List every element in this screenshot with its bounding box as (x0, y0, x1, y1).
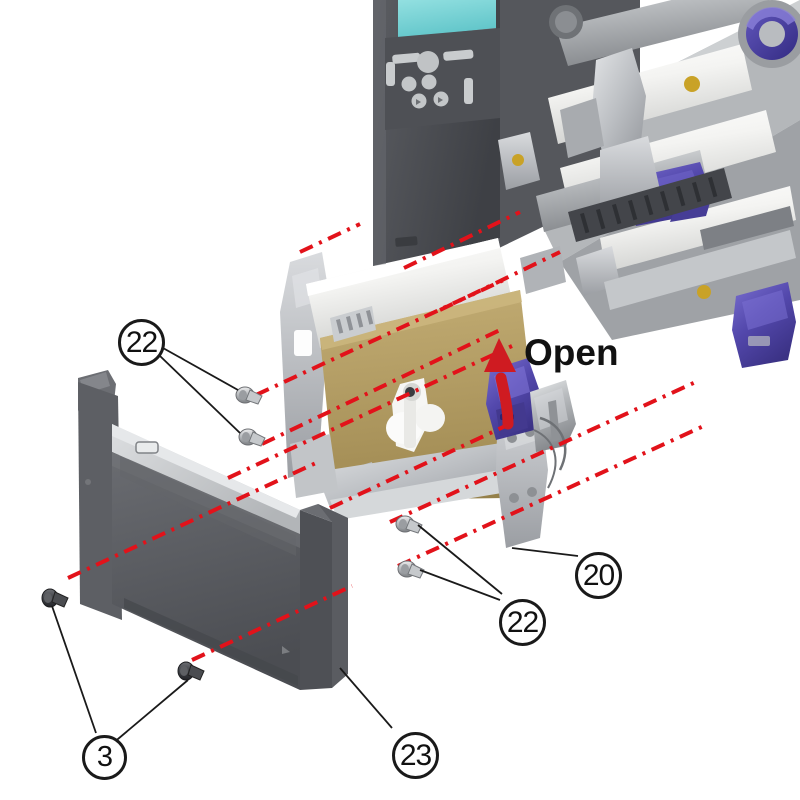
panel-dial (417, 51, 439, 73)
leader-lines (51, 347, 579, 745)
cover-slot (135, 441, 159, 454)
printer-mechanism-upper (373, 0, 800, 368)
open-label: Open (524, 332, 619, 373)
control-panel (373, 0, 500, 266)
screw-22-b (238, 428, 266, 447)
screw-22-a (235, 386, 263, 405)
panel-button (464, 78, 473, 104)
callout-22-lower[interactable]: 22 (499, 599, 546, 646)
screw-22-d (397, 560, 425, 579)
screw-3-a (41, 588, 69, 608)
open-arrow (484, 338, 516, 430)
right-blue-latch (732, 282, 796, 368)
screw-22-c (395, 515, 423, 534)
panel-button (392, 52, 421, 64)
panel-button (386, 62, 395, 86)
panel-button (443, 49, 474, 61)
cutter-cover-panel (78, 370, 348, 690)
callout-3[interactable]: 3 (82, 735, 127, 780)
callout-23[interactable]: 23 (392, 732, 439, 779)
panel-button (401, 76, 417, 92)
mechanism-frame (498, 48, 796, 310)
cutter-module-assembly (280, 238, 576, 548)
ribbon-drive (549, 0, 800, 68)
callout-20[interactable]: 20 (575, 552, 622, 599)
alignment-lines (67, 210, 709, 662)
callout-22-top[interactable]: 22 (118, 319, 165, 366)
panel-button (421, 74, 437, 90)
panel-port (395, 236, 418, 247)
screw-3-b (177, 661, 205, 681)
